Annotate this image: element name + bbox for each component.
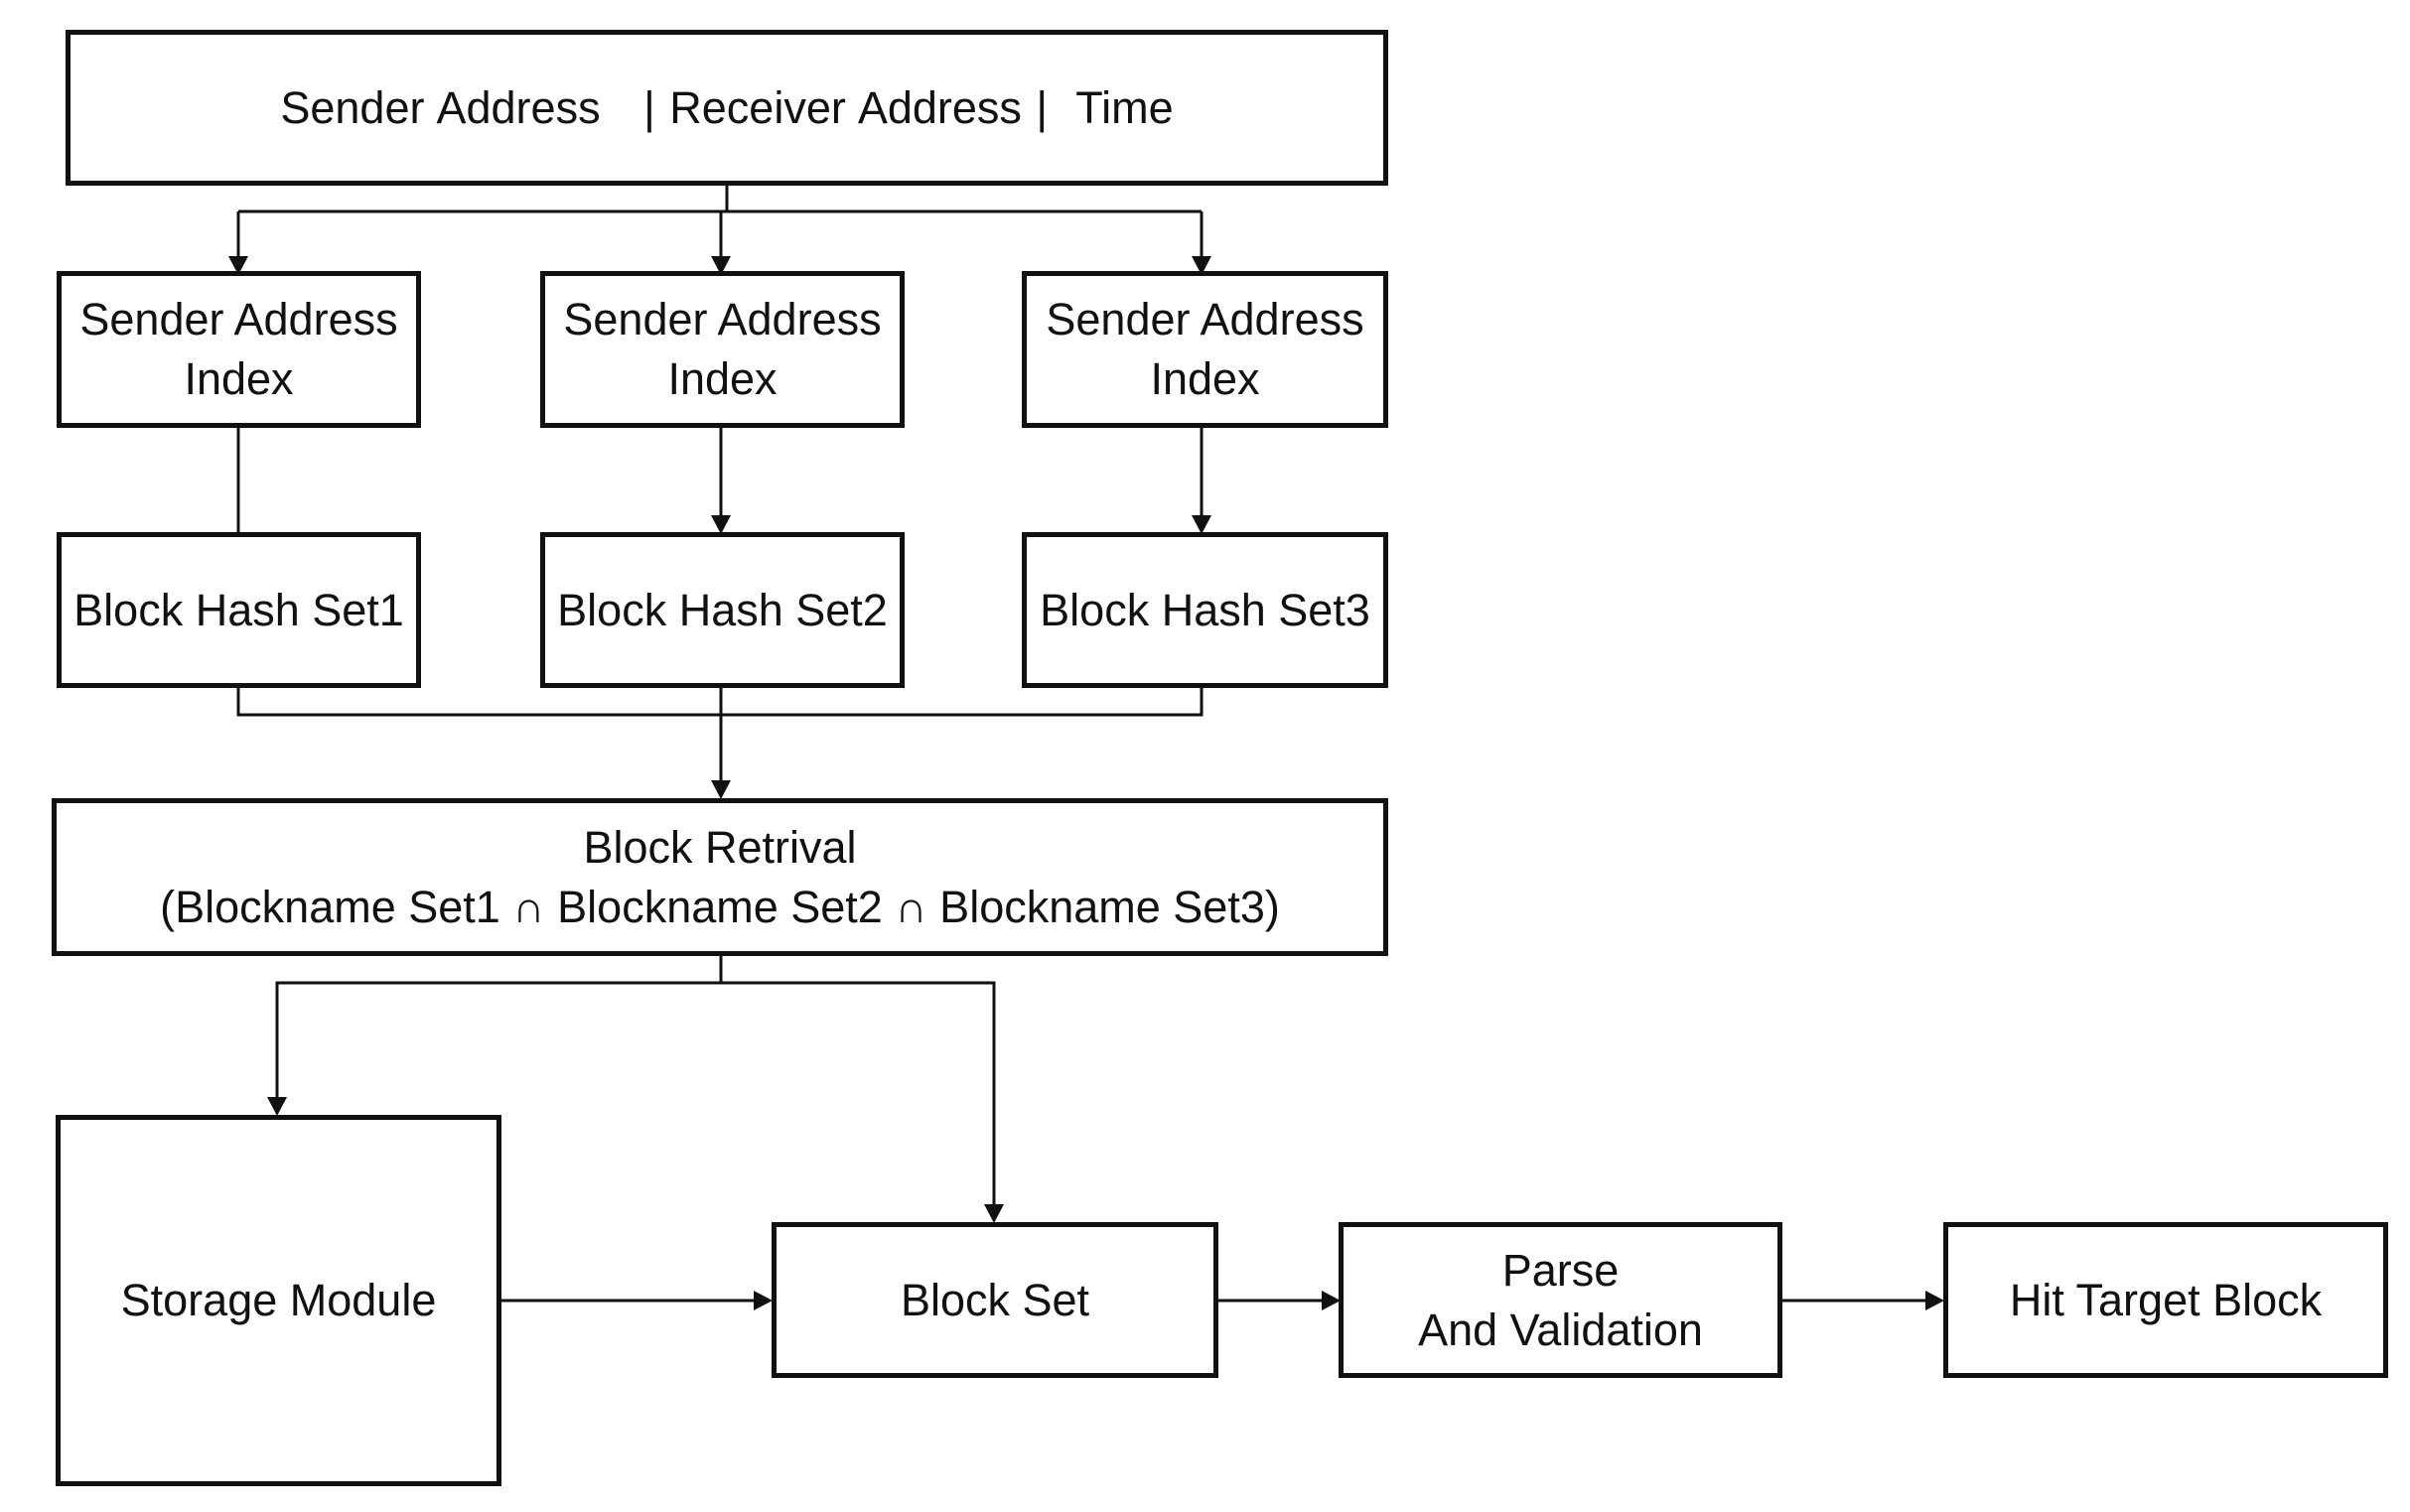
storage-module-box: Storage Module: [56, 1115, 501, 1486]
block-hash-set-1: Block Hash Set1: [57, 532, 421, 688]
parse-validation-box: Parse And Validation: [1339, 1222, 1782, 1378]
arrowhead-hash2: [711, 515, 731, 534]
arrowhead-index2: [711, 256, 731, 275]
sender-index-box-3: Sender Address Index: [1022, 271, 1388, 428]
retrieval-title: Block Retrival: [583, 821, 857, 873]
hit-target-label: Hit Target Block: [2009, 1274, 2323, 1325]
hit-target-block-box: Hit Target Block: [1943, 1222, 2388, 1378]
hash-set-3-label: Block Hash Set3: [1040, 584, 1370, 635]
arrowhead-blockset-left: [754, 1291, 773, 1310]
arrowhead-index3: [1192, 256, 1211, 275]
header-fields-box: Sender Address | Receiver Address | Time: [66, 30, 1388, 186]
hash-set-2-label: Block Hash Set2: [557, 584, 888, 635]
arrowhead-hash3: [1192, 515, 1211, 534]
arrowhead-blockset-top: [984, 1204, 1004, 1223]
parse-label: Parse: [1501, 1244, 1620, 1296]
arrowhead-storage: [267, 1097, 287, 1116]
sender-index-box-2: Sender Address Index: [540, 271, 905, 428]
index-box-1-line1: Sender Address: [79, 294, 398, 345]
index-box-2-line2: Index: [667, 353, 778, 404]
hash-set-1-label: Block Hash Set1: [73, 584, 404, 635]
storage-module-label: Storage Module: [120, 1275, 437, 1326]
index-box-1-line2: Index: [184, 353, 294, 404]
block-retrieval-box: Block Retrival (Blockname Set1 ∩ Blockna…: [52, 798, 1388, 956]
block-hash-set-2: Block Hash Set2: [540, 532, 905, 688]
index-box-3-line2: Index: [1150, 353, 1260, 404]
sender-index-box-1: Sender Address Index: [57, 271, 421, 428]
block-set-label: Block Set: [900, 1274, 1090, 1325]
index-box-2-line1: Sender Address: [563, 294, 882, 345]
block-hash-set-3: Block Hash Set3: [1022, 532, 1388, 688]
connector-retrieval-to-blockset: [721, 981, 996, 1208]
arrowhead-retrieval: [711, 780, 731, 799]
arrowhead-hit: [1925, 1291, 1944, 1310]
index-box-3-line1: Sender Address: [1046, 294, 1364, 345]
block-set-box: Block Set: [772, 1222, 1218, 1378]
arrowhead-parse: [1322, 1291, 1341, 1310]
retrieval-formula: (Blockname Set1 ∩ Blockname Set2 ∩ Block…: [160, 881, 1280, 932]
validation-label: And Validation: [1418, 1304, 1703, 1355]
header-fields-label: Sender Address | Receiver Address | Time: [280, 81, 1174, 133]
arrowhead-index1: [228, 256, 248, 275]
connector-retrieval-split: [275, 953, 723, 1100]
